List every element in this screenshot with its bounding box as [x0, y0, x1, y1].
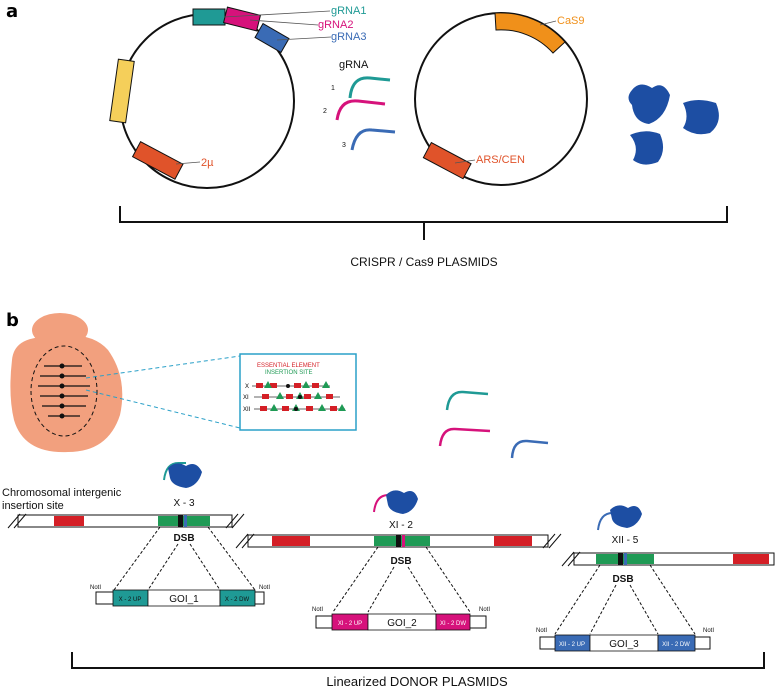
grna-number-1: 1 [331, 85, 335, 92]
inset-chr-xii: XII [243, 407, 251, 413]
chromosome-inset: ESSENTIAL ELEMENT INSERTION SITE X XI XI… [239, 353, 357, 431]
inset-chr-xi: XI [243, 395, 249, 401]
site-3: XII - 5 DSB XII - 2 UP GOI_3 XII - 2 DW … [536, 505, 775, 652]
ars-cen-label: ARS/CEN [476, 154, 525, 166]
grna-group: gRNA 1 2 3 [323, 59, 396, 151]
site-2-notl-right: NotI [479, 607, 490, 613]
plasmid-1: gRNA1 gRNA2 gRNA3 2µ [109, 5, 366, 189]
site-1-goi-label: GOI_1 [169, 594, 199, 605]
site-3-cas9 [610, 505, 642, 528]
grna2-cassette [222, 6, 262, 32]
site-2-notl-left: NotI [312, 607, 323, 613]
ori-2mu-element [131, 140, 184, 180]
bracket-b [71, 652, 765, 669]
crispr-caption: CRISPR / Cas9 PLASMIDS [350, 255, 497, 269]
cas9-protein-1 [628, 84, 670, 124]
site-1-notl-left: NotI [90, 585, 101, 591]
grna-strand-3 [350, 128, 396, 151]
cas9-label: CaS9 [557, 15, 585, 27]
free-grna-1 [445, 390, 489, 411]
donor-caption: Linearized DONOR PLASMIDS [326, 674, 508, 689]
yellow-marker [109, 58, 135, 124]
site-2-goi-label: GOI_2 [387, 618, 417, 629]
site-2-essential-element-2 [494, 536, 532, 546]
site-1-dsb: DSB [173, 533, 194, 544]
cas9-protein-group [628, 84, 719, 165]
site-2-essential-element-1 [272, 536, 310, 546]
ars-cen-element [422, 141, 472, 180]
site-label-line1: Chromosomal intergenic [2, 487, 122, 499]
grna-strand-1 [348, 76, 391, 99]
site-1-grna [163, 461, 186, 481]
nucleus [30, 345, 98, 437]
grna-number-3: 3 [342, 142, 346, 149]
inset-insertion-label: INSERTION SITE [265, 370, 313, 376]
inset-chr-x: X [245, 384, 249, 390]
grna2-label: gRNA2 [318, 19, 353, 31]
site-1-dw-arm [219, 589, 256, 607]
bracket-a [119, 206, 728, 223]
plasmid-2: CaS9 ARS/CEN [414, 12, 588, 186]
site-1-name: X - 3 [173, 498, 195, 509]
site-3-notl-left: NotI [536, 628, 547, 634]
free-grna-2 [438, 427, 491, 447]
site-1: X - 3 DSB X - 2 UP GOI_1 X - 2 DW NotI N… [7, 461, 270, 607]
grna3-cassette [254, 22, 290, 54]
site-2: XI - 2 DSB XI - 2 UP GOI_2 XI - 2 DW Not… [235, 490, 562, 631]
grna-strand-2 [335, 99, 386, 121]
inset-frame [239, 353, 357, 431]
site-3-dw-arm [657, 634, 696, 652]
cas9-cassette [494, 12, 566, 54]
site-1-notl-right: NotI [259, 585, 270, 591]
site-3-name: XII - 5 [612, 535, 639, 546]
site-label-line2: insertion site [2, 500, 64, 512]
cas9-protein-3 [630, 131, 664, 165]
site-3-up-label: XII - 2 UP [559, 642, 585, 648]
site-2-dsb: DSB [390, 556, 411, 567]
site-1-dw-label: X - 2 DW [225, 597, 250, 603]
site-3-dsb: DSB [612, 574, 633, 585]
site-3-essential-element [733, 554, 769, 564]
ori-label: 2µ [201, 157, 214, 169]
panel-b-letter: b [6, 310, 19, 331]
site-2-dw-arm [435, 613, 471, 631]
grna1-cassette [192, 8, 226, 26]
site-1-cas9 [168, 463, 202, 488]
site-2-cas9 [386, 490, 418, 514]
inset-essential-label: ESSENTIAL ELEMENT [257, 363, 320, 369]
yeast-body [10, 335, 123, 453]
panel-a-letter: a [6, 1, 18, 22]
grna-number-2: 2 [323, 108, 327, 115]
site-2-up-label: XI - 2 UP [338, 621, 362, 627]
grna3-label: gRNA3 [331, 31, 366, 43]
site-1-essential-element [54, 516, 84, 526]
cas9-protein-2 [683, 100, 719, 135]
site-3-dw-label: XII - 2 DW [662, 642, 690, 648]
site-3-goi-label: GOI_3 [609, 639, 639, 650]
free-grna-3 [510, 439, 549, 459]
yeast-cell [10, 313, 123, 453]
site-3-notl-right: NotI [703, 628, 714, 634]
grna-group-title: gRNA [339, 59, 369, 71]
site-1-up-label: X - 2 UP [119, 597, 142, 603]
site-2-dw-label: XI - 2 DW [440, 621, 466, 627]
grna1-label: gRNA1 [331, 5, 366, 17]
site-2-name: XI - 2 [389, 520, 413, 531]
